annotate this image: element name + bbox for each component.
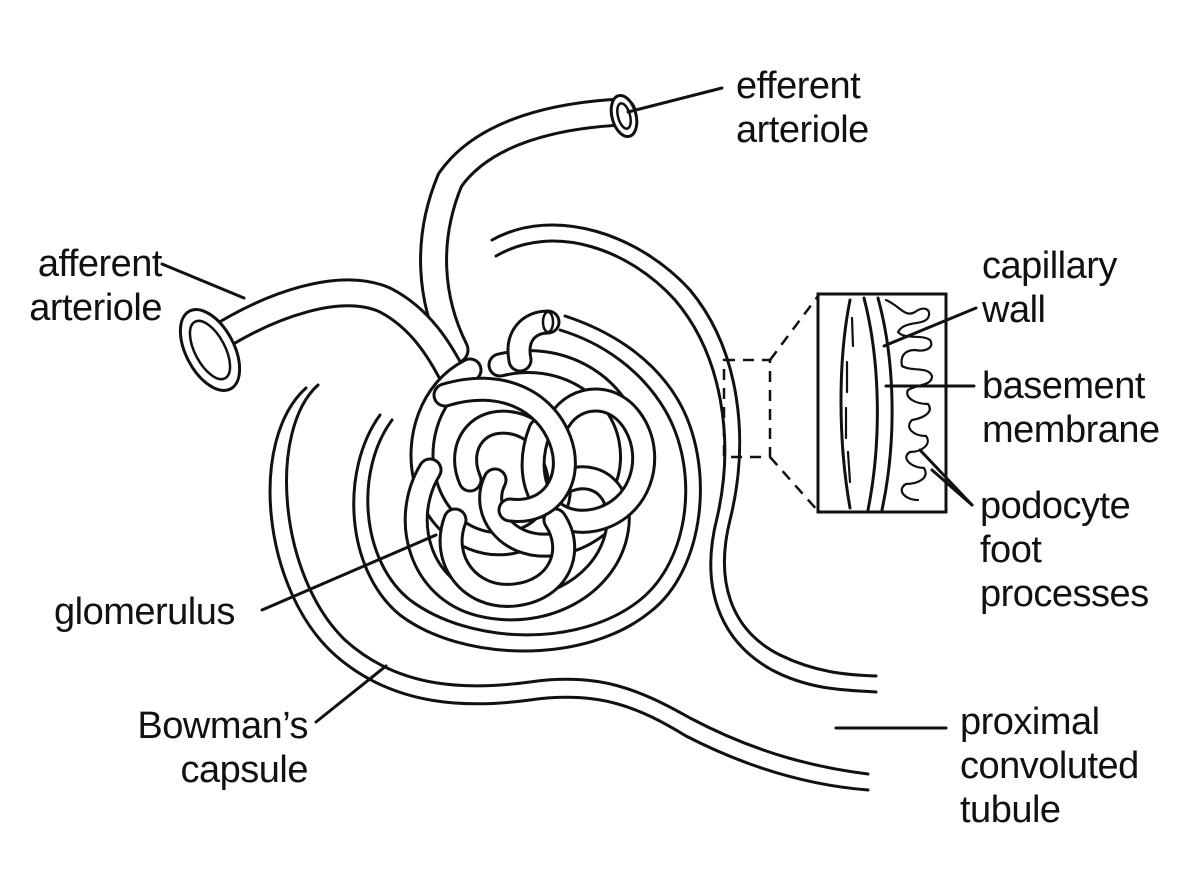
label-podocyte-foot-processes: podocyte foot processes [980, 485, 1149, 615]
label-afferent-arteriole: afferent arteriole [29, 243, 162, 329]
efferent-arteriole-tube [419, 93, 639, 365]
label-proximal-convoluted-tubule: proximal convoluted tubule [960, 701, 1139, 831]
glomerulus-capillary-tuft [403, 309, 657, 622]
capsule-inner-lining [352, 314, 702, 653]
label-efferent-arteriole: efferent arteriole [736, 65, 869, 151]
bowmans-capsule-inner-wall [490, 223, 878, 694]
label-bowmans-capsule: Bowman’s capsule [137, 705, 308, 791]
label-basement-membrane: basement membrane [982, 365, 1160, 451]
label-glomerulus: glomerulus [54, 591, 235, 633]
zoom-source-box [722, 358, 772, 459]
label-capillary-wall: capillary wall [982, 245, 1117, 331]
bowmans-capsule-outer-wall [268, 383, 870, 792]
afferent-arteriole-tube [178, 278, 470, 395]
leader-lines [160, 86, 978, 730]
